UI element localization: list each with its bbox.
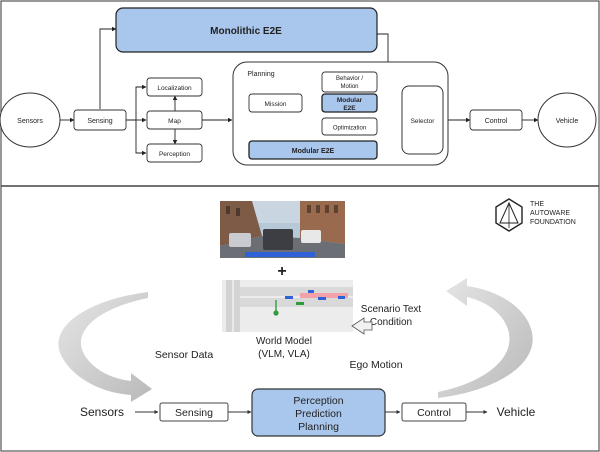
bottom-sensors-label: Sensors [80, 405, 124, 419]
bottom-control-label: Control [417, 407, 451, 419]
logo-line3: FOUNDATION [530, 219, 576, 226]
ppp-line2: Prediction [295, 408, 342, 420]
world-model-line2: (VLM, VLA) [258, 349, 310, 360]
bottom-diagram: THE AUTOWARE FOUNDATION + [58, 198, 576, 437]
sensors-node [0, 92, 61, 148]
modular-e2e-bar-label: Modular E2E [292, 148, 335, 155]
sensing-box [73, 109, 127, 131]
behavior-label-line1: Behavior / [336, 76, 363, 82]
planning-title: Planning [247, 71, 274, 78]
vehicle-node [537, 92, 597, 148]
world-model-line1: World Model [256, 336, 312, 347]
map-box [146, 110, 203, 130]
sensor-data-curved-arrow [58, 292, 152, 402]
camera-car-left [229, 233, 251, 247]
plus-sign: + [277, 263, 286, 280]
bev-path [300, 293, 348, 298]
behavior-motion-box [321, 71, 378, 93]
scenario-line1: Scenario Text [361, 304, 422, 315]
modular-e2e-line2: E2E [343, 105, 356, 112]
ppp-box [251, 388, 386, 437]
top-diagram: Sensors Sensing Localization Map Percept… [0, 7, 597, 166]
ppp-line3: Planning [298, 421, 339, 433]
scenario-arrow-icon [351, 317, 373, 335]
selector-box [401, 85, 444, 155]
hexagon-icon [495, 198, 523, 232]
autoware-logo: THE AUTOWARE FOUNDATION [495, 198, 576, 232]
camera-lane-highlight [245, 252, 315, 257]
planning-container [232, 61, 449, 166]
control-label: Control [485, 118, 508, 125]
mission-label: Mission [264, 101, 286, 108]
ego-motion-curved-arrow [438, 278, 533, 398]
ppp-line1: Perception [293, 395, 343, 407]
logo-line2: AUTOWARE [530, 210, 570, 217]
modular-e2e-line1: Modular [337, 97, 363, 104]
behavior-label-line2: Motion [340, 84, 358, 90]
selector-label: Selector [411, 118, 436, 125]
control-box [469, 109, 523, 131]
bottom-control-box [401, 402, 467, 422]
camera-van [301, 230, 321, 243]
mission-box [248, 93, 303, 113]
localization-box [146, 77, 203, 97]
bottom-vehicle-label: Vehicle [497, 405, 536, 419]
perception-label: Perception [159, 151, 190, 158]
sensors-label: Sensors [17, 118, 43, 125]
logo-line1: THE [530, 201, 544, 208]
perception-box [146, 143, 203, 163]
modular-e2e-bar [248, 140, 378, 160]
camera-image [220, 201, 345, 258]
sensing-label: Sensing [87, 118, 112, 125]
bottom-sensing-label: Sensing [175, 407, 213, 419]
camera-car-center [263, 229, 293, 250]
ego-motion-label: Ego Motion [349, 359, 402, 371]
map-label: Map [168, 118, 181, 125]
monolithic-e2e-box [115, 7, 378, 53]
monolithic-e2e-label: Monolithic E2E [210, 26, 282, 37]
bev-map [222, 280, 353, 332]
bev-ego-marker [273, 310, 279, 316]
bottom-sensing-box [159, 402, 229, 422]
scenario-line2: Condition [370, 317, 412, 328]
optimization-label: Optimization [333, 126, 366, 132]
vehicle-label: Vehicle [556, 118, 579, 125]
sensor-data-label: Sensor Data [155, 349, 214, 361]
localization-label: Localization [157, 85, 192, 92]
modular-e2e-box [321, 93, 378, 113]
optimization-box [321, 117, 378, 136]
